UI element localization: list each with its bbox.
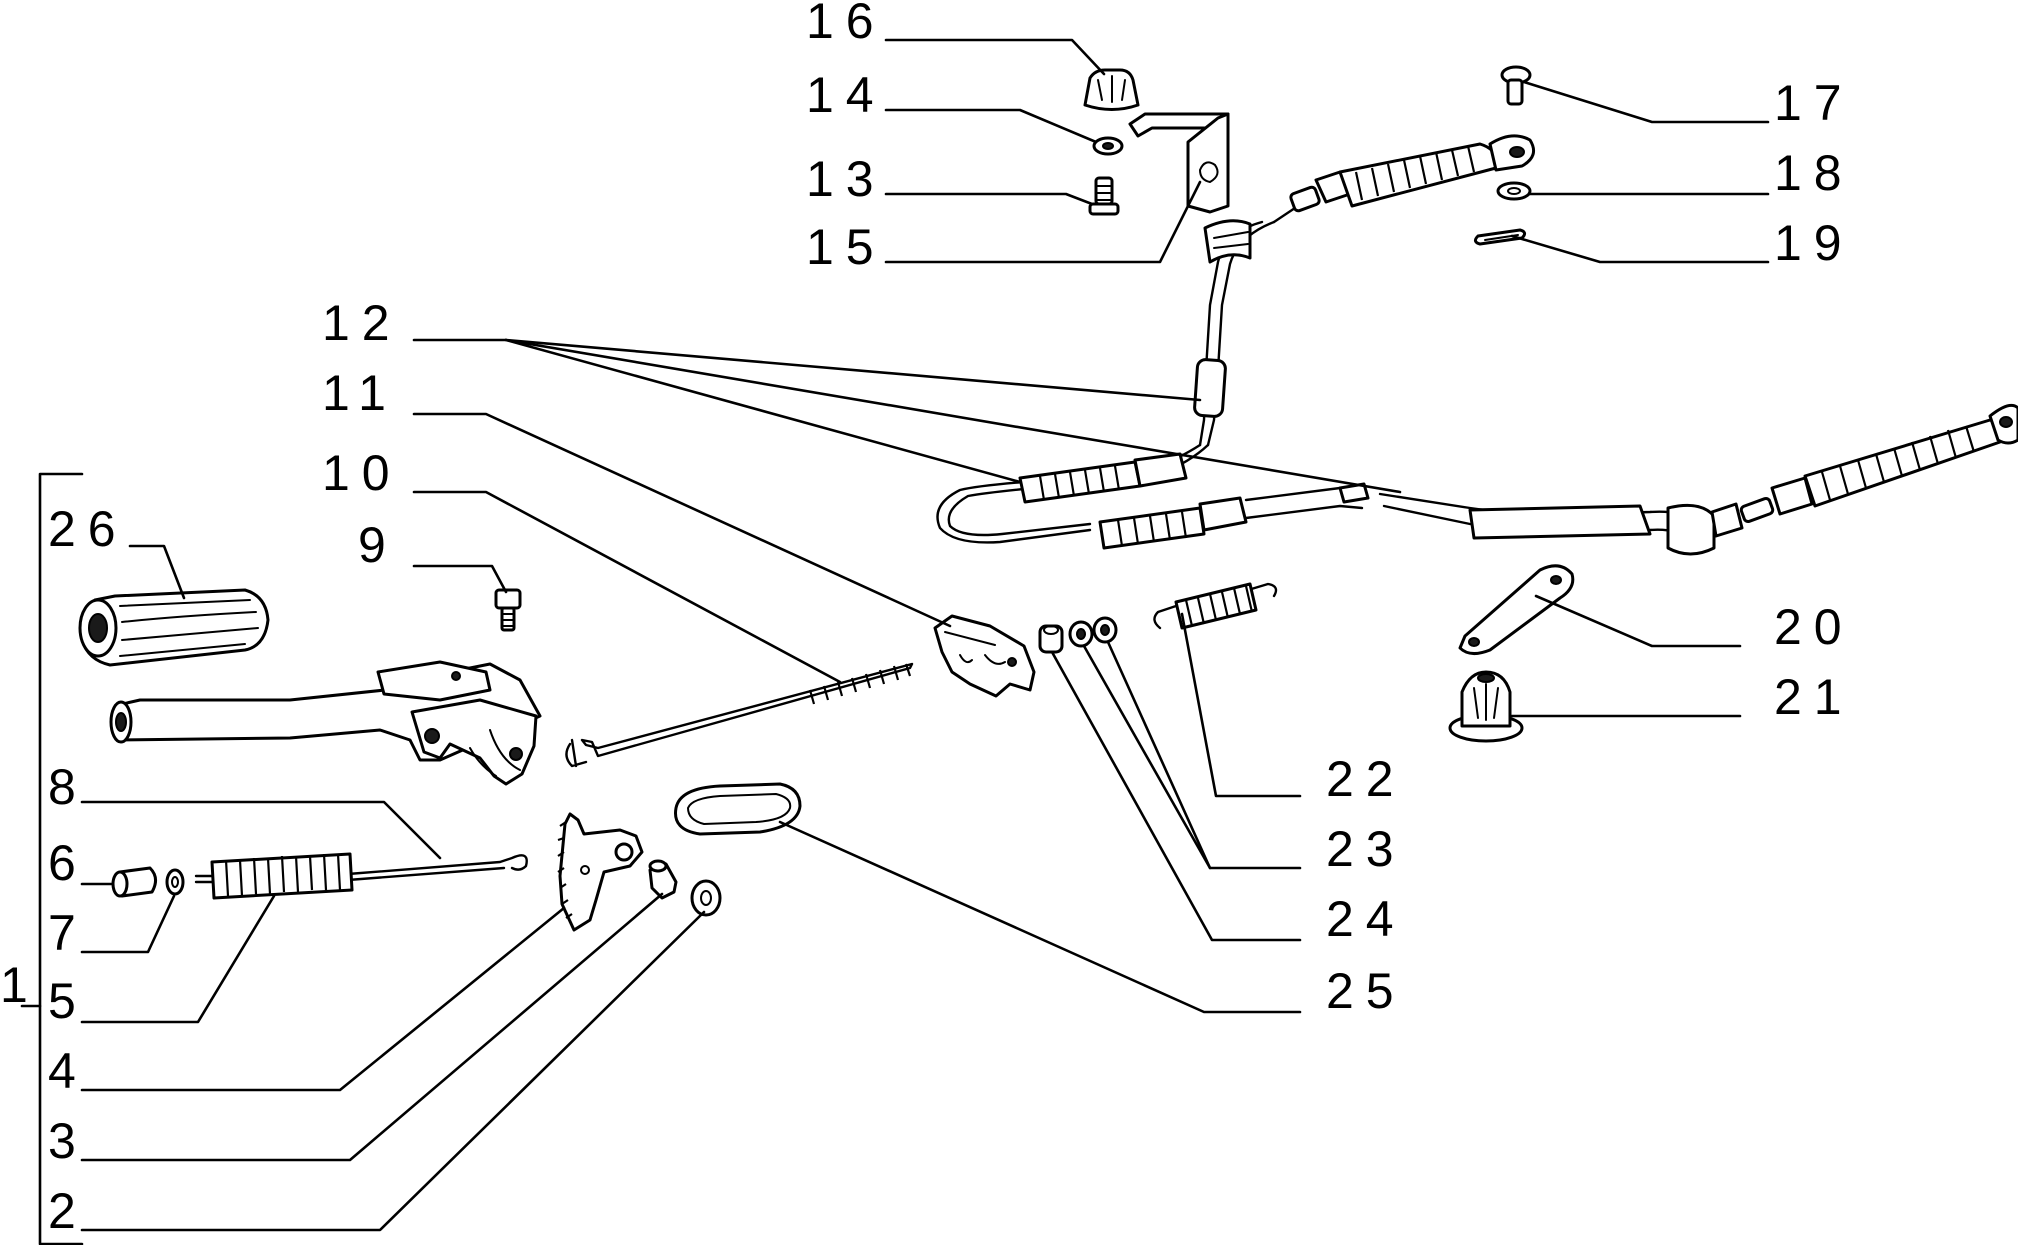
part-4-ratchet-sector bbox=[557, 812, 644, 932]
part-24-bushing bbox=[1038, 624, 1064, 654]
label-16: 16 bbox=[806, 0, 886, 49]
label-9: 9 bbox=[358, 517, 398, 573]
part-11-equalizer bbox=[933, 614, 1036, 698]
part-25-grommet bbox=[674, 782, 802, 836]
callout-labels: 16 14 13 15 12 11 10 9 26 8 6 7 5 4 3 2 … bbox=[0, 0, 1854, 1239]
label-19: 19 bbox=[1774, 215, 1854, 271]
part-8-rod bbox=[346, 854, 528, 882]
part-9-screw bbox=[494, 588, 522, 632]
part-5-spring bbox=[194, 852, 354, 900]
part-26-grip bbox=[78, 588, 270, 667]
label-10: 10 bbox=[322, 445, 402, 501]
part-18-washer bbox=[1496, 181, 1532, 201]
part-17-pin bbox=[1500, 65, 1532, 106]
part-13-screw bbox=[1088, 176, 1120, 216]
label-26: 26 bbox=[48, 501, 128, 557]
label-20: 20 bbox=[1774, 599, 1854, 655]
part-23-nuts bbox=[1068, 616, 1118, 648]
label-2: 2 bbox=[48, 1183, 88, 1239]
label-6: 6 bbox=[48, 835, 88, 891]
part-22-spring bbox=[1153, 582, 1278, 630]
label-15: 15 bbox=[806, 219, 886, 275]
label-3: 3 bbox=[48, 1113, 88, 1169]
label-1: 1 bbox=[0, 957, 40, 1013]
part-14-washer bbox=[1092, 136, 1124, 156]
label-24: 24 bbox=[1326, 891, 1406, 947]
label-18: 18 bbox=[1774, 145, 1854, 201]
part-1-lever-assembly bbox=[109, 660, 542, 786]
label-23: 23 bbox=[1326, 821, 1406, 877]
part-6-button bbox=[111, 866, 157, 898]
part-2-washer bbox=[690, 879, 722, 917]
label-8: 8 bbox=[48, 759, 88, 815]
label-17: 17 bbox=[1774, 75, 1854, 131]
label-5: 5 bbox=[48, 973, 88, 1029]
part-15-bracket bbox=[1128, 112, 1230, 214]
label-21: 21 bbox=[1774, 669, 1854, 725]
part-7-washer bbox=[165, 868, 185, 896]
label-4: 4 bbox=[48, 1043, 88, 1099]
part-10-threaded-rod bbox=[565, 662, 914, 768]
part-20-link-plate bbox=[1458, 564, 1575, 655]
part-16-cap bbox=[1083, 68, 1140, 111]
label-13: 13 bbox=[806, 151, 886, 207]
part-21-clip bbox=[1448, 670, 1524, 743]
part-3-pin bbox=[648, 859, 678, 900]
label-7: 7 bbox=[48, 905, 88, 961]
leader-lines bbox=[20, 38, 1770, 1245]
label-14: 14 bbox=[806, 67, 886, 123]
label-12: 12 bbox=[322, 295, 402, 351]
label-11: 11 bbox=[322, 365, 398, 421]
label-25: 25 bbox=[1326, 963, 1406, 1019]
part-12-brake-cables bbox=[936, 134, 2018, 556]
label-22: 22 bbox=[1326, 751, 1406, 807]
